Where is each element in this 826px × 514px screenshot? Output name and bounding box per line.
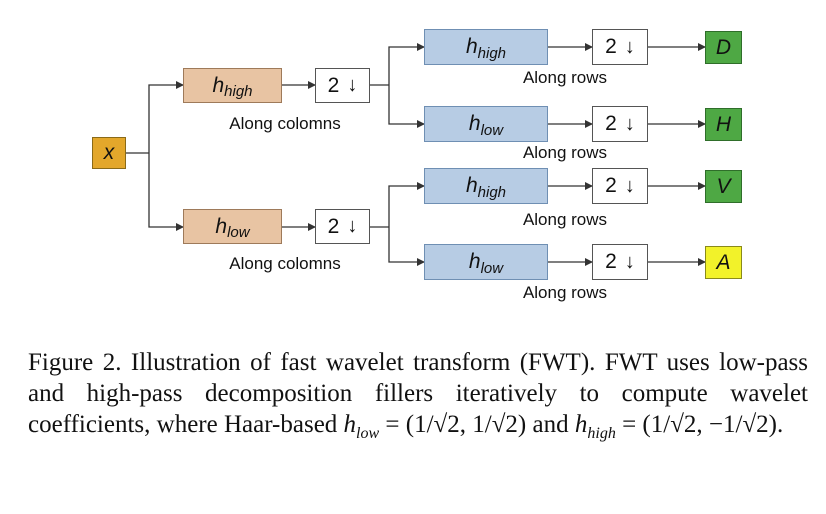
output-h-box: H — [705, 108, 742, 141]
math-h-low: hlow — [343, 411, 380, 442]
downsample-column-low: 2↓ — [315, 209, 370, 244]
output-h-label: H — [715, 112, 732, 136]
caption-label: Figure 2. — [28, 349, 122, 376]
downsample-factor: 2 — [605, 250, 617, 273]
output-d-label: D — [715, 35, 732, 59]
filter-symbol: h — [465, 35, 478, 58]
along-columns-label-bottom: Along colomns — [229, 254, 341, 273]
caption-and: and — [526, 411, 575, 438]
input-x-box: x — [92, 137, 126, 169]
output-d-box: D — [705, 31, 742, 64]
filter-subscript: high — [477, 183, 507, 201]
downsample-factor: 2 — [605, 174, 617, 197]
caption-eq-low: = (1/√2, 1/√2) — [379, 411, 527, 438]
filter-subscript: low — [227, 224, 250, 241]
filter-subscript: low — [480, 121, 504, 139]
filter-symbol: h — [468, 250, 481, 273]
math-subscript: low — [356, 425, 380, 442]
figure-caption: Figure 2. Illustration of fast wavelet t… — [28, 347, 808, 449]
along-rows-label-2: Along rows — [522, 143, 608, 162]
output-a-box: A — [705, 246, 742, 279]
along-rows-label-3: Along rows — [522, 210, 608, 229]
math-symbol: h — [343, 411, 357, 438]
input-x-label: x — [103, 141, 115, 164]
filter-symbol: h — [215, 214, 228, 238]
down-arrow-icon: ↓ — [624, 35, 635, 58]
wire-split-bottom-down — [388, 227, 425, 266]
filter-symbol: h — [468, 112, 481, 135]
wire-split-top-up — [388, 43, 425, 85]
downsample-row-3: 2↓ — [592, 168, 648, 204]
wire-split-top-down — [388, 85, 425, 128]
downsample-column-high: 2↓ — [315, 68, 370, 103]
along-columns-label-top: Along colomns — [229, 114, 341, 133]
wire-split-bottom-up — [388, 182, 425, 227]
filter-subscript: high — [224, 83, 253, 100]
wire-x-to-low — [148, 153, 184, 231]
filter-symbol: h — [212, 73, 225, 97]
filter-subscript: high — [477, 44, 507, 62]
downsample-row-1: 2↓ — [592, 29, 648, 65]
downsample-row-2: 2↓ — [592, 106, 648, 142]
along-rows-label-1: Along rows — [522, 68, 608, 87]
output-a-label: A — [716, 250, 731, 274]
downsample-row-4: 2↓ — [592, 244, 648, 280]
filter-subscript: low — [480, 259, 504, 277]
downsample-factor: 2 — [327, 214, 340, 238]
output-v-box: V — [705, 170, 742, 203]
wire-x-to-high — [148, 81, 184, 153]
downsample-factor: 2 — [605, 112, 617, 135]
math-h-high: hhigh — [574, 411, 616, 442]
along-rows-label-4: Along rows — [522, 283, 608, 302]
down-arrow-icon: ↓ — [347, 215, 358, 237]
down-arrow-icon: ↓ — [624, 174, 635, 197]
math-subscript: high — [587, 425, 616, 442]
filter-symbol: h — [465, 174, 478, 197]
down-arrow-icon: ↓ — [624, 250, 635, 273]
caption-eq-high: = (1/√2, −1/√2). — [615, 411, 784, 438]
downsample-factor: 2 — [605, 35, 617, 58]
output-v-label: V — [716, 174, 731, 198]
connector-lines — [126, 43, 706, 266]
down-arrow-icon: ↓ — [624, 112, 635, 135]
caption-text: Illustration of fast wavelet transform (… — [28, 349, 808, 438]
down-arrow-icon: ↓ — [347, 74, 358, 96]
math-symbol: h — [574, 411, 588, 438]
downsample-factor: 2 — [327, 73, 340, 97]
